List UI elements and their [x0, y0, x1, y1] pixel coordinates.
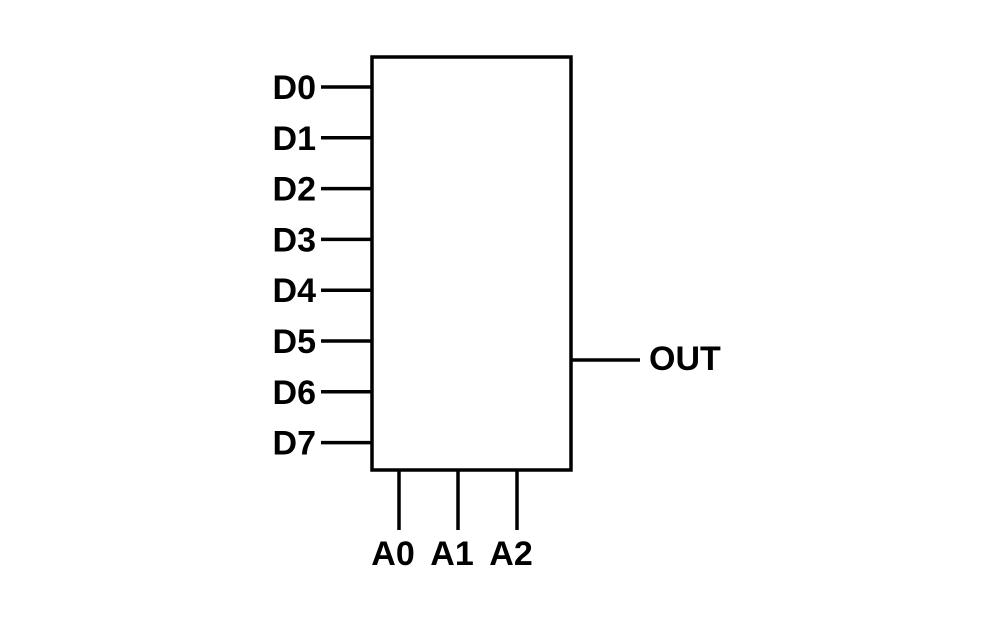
data-input-label: D5	[273, 323, 316, 361]
select-input-label: A2	[489, 535, 532, 573]
data-input-label: D6	[273, 374, 316, 412]
data-input-label: D3	[273, 221, 316, 259]
output-label: OUT	[649, 340, 721, 378]
select-inputs-group: A0 A1 A2	[371, 470, 533, 573]
data-input-label: D1	[273, 120, 316, 158]
mux-body	[370, 55, 573, 472]
data-input-label: D0	[273, 69, 316, 107]
select-input-label: A1	[430, 535, 473, 573]
select-input-label: A0	[371, 535, 414, 573]
data-input-label: D2	[273, 171, 316, 209]
data-input-label: D4	[273, 272, 317, 310]
data-input-label: D7	[273, 425, 316, 463]
